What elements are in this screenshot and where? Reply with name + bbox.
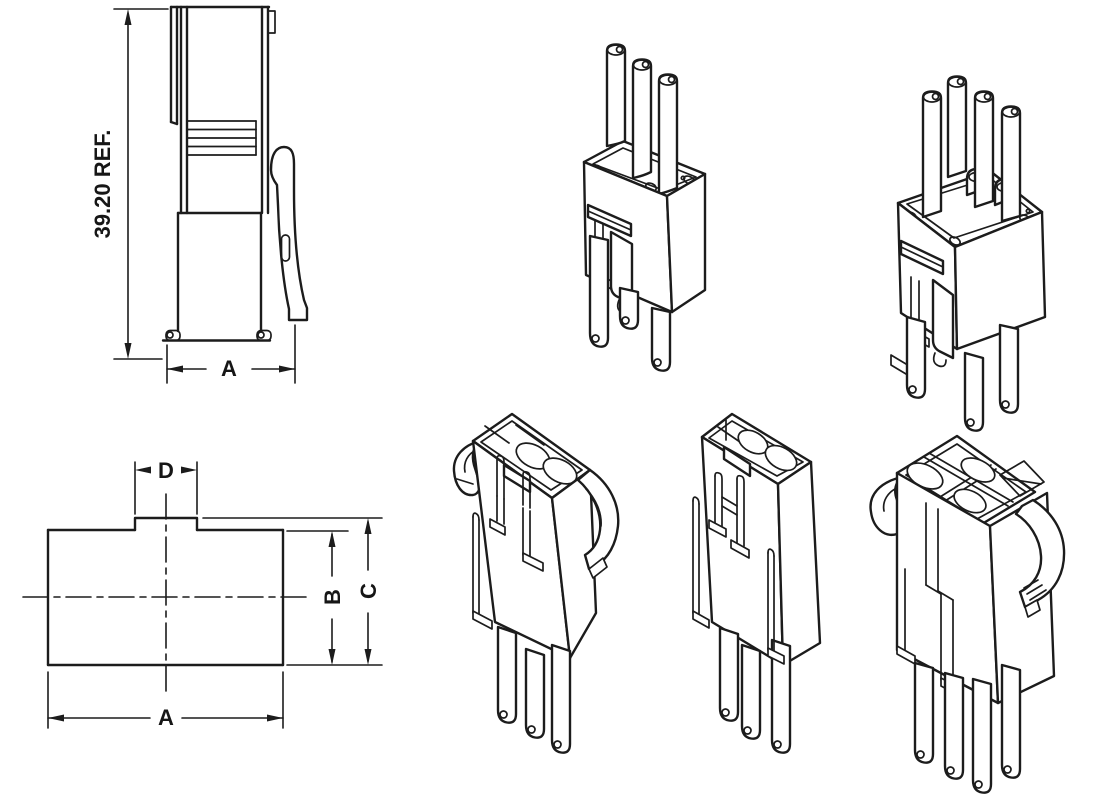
wires-bottom (588, 234, 672, 372)
centerlines (22, 493, 312, 694)
connector-receptacle-4-circuit-latch (869, 434, 1066, 794)
polarity-dot (1025, 208, 1031, 214)
side-retention-arms (692, 496, 785, 665)
width-dimension-label: A (221, 356, 237, 381)
housing-body (582, 160, 707, 315)
crimp-serrations (186, 120, 257, 156)
wires-bottom (718, 626, 792, 754)
height-dimensions: B C (202, 517, 383, 666)
side-latch (269, 145, 309, 322)
round-hole (960, 457, 996, 483)
plan-view: D B C A (22, 458, 383, 730)
overall-height-label: C (356, 583, 381, 599)
wires-top (921, 75, 1022, 223)
wires-bottom (905, 315, 1020, 432)
connector-receptacle-3-circuit-latch (452, 412, 620, 754)
connector-body-outline (161, 5, 309, 342)
connector-plug-3-circuit (582, 43, 707, 372)
connector-plug-6-circuit (890, 75, 1047, 432)
housing-body (890, 201, 1047, 378)
polarity-dot (680, 175, 686, 181)
round-hole (764, 444, 798, 472)
wires-bottom (496, 625, 572, 754)
front-retention-fingers (708, 471, 750, 559)
overall-width-dimension: A (47, 671, 284, 730)
wires-top (605, 43, 679, 196)
mounting-feet (161, 329, 272, 342)
height-dimension-label: 39.20 REF. (90, 130, 115, 239)
tab-width-dimension: D (134, 458, 198, 515)
body-height-label: B (320, 589, 345, 605)
square-cavity (999, 460, 1045, 497)
latch-finger (931, 278, 955, 360)
housing-body (895, 471, 1056, 705)
tab-width-label: D (158, 458, 174, 483)
height-dimension: 39.20 REF. (90, 8, 169, 360)
round-hole (953, 488, 987, 514)
right-latch-band (1014, 498, 1066, 618)
connector-receptacle-3-circuit-slim (692, 412, 822, 754)
overall-width-label: A (158, 705, 174, 730)
latch-catch (722, 445, 752, 478)
right-latch-wing (576, 468, 620, 579)
side-section-view: 39.20 REF. (90, 5, 309, 384)
wires-bottom (913, 661, 1022, 794)
width-dimension: A (166, 324, 296, 384)
front-retention-fingers (472, 454, 544, 630)
